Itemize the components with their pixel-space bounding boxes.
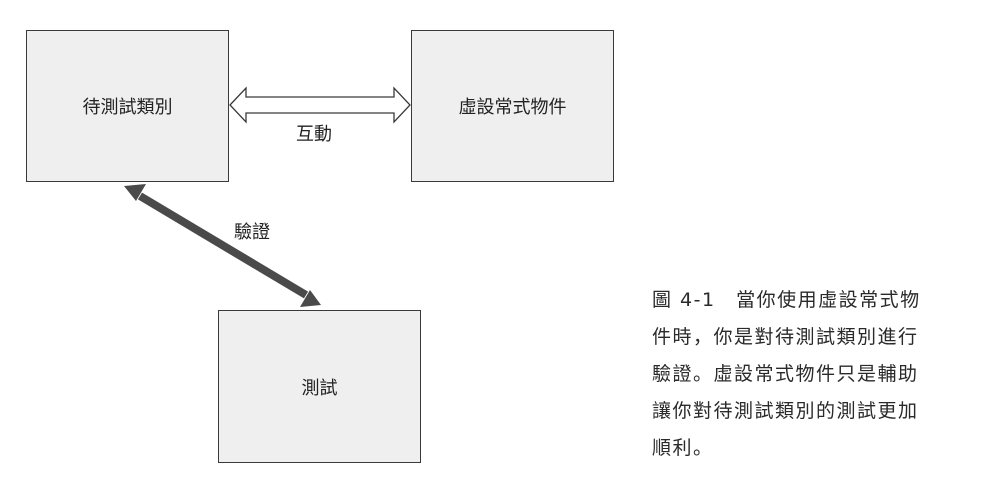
caption-line: 讓你對待測試類別的測試更加 [652, 400, 919, 422]
caption-line: 件時，你是對待測試類別進行 [652, 326, 919, 348]
caption-line: 圖 4-1 當你使用虛設常式物 [652, 289, 921, 311]
node-test-label: 測試 [301, 377, 338, 399]
verify-label: 驗證 [234, 222, 270, 243]
node-fake-object: 虛設常式物件 [411, 30, 614, 182]
caption-line: 順利。 [652, 437, 714, 459]
verify-arrow-head-bottom [300, 290, 321, 307]
interact-double-arrow [229, 86, 411, 124]
verify-arrow-shaft [137, 192, 309, 299]
verify-arrow-head-top [124, 184, 146, 201]
node-class-under-test: 待測試類別 [26, 30, 229, 182]
figure-caption: 圖 4-1 當你使用虛設常式物 件時，你是對待測試類別進行 驗證。虛設常式物件只… [652, 282, 982, 467]
caption-line: 驗證。虛設常式物件只是輔助 [652, 363, 919, 385]
node-test: 測試 [218, 310, 421, 463]
node-class-under-test-label: 待測試類別 [82, 97, 173, 118]
interact-label: 互動 [296, 124, 332, 145]
node-fake-object-label: 虛設常式物件 [458, 97, 567, 118]
